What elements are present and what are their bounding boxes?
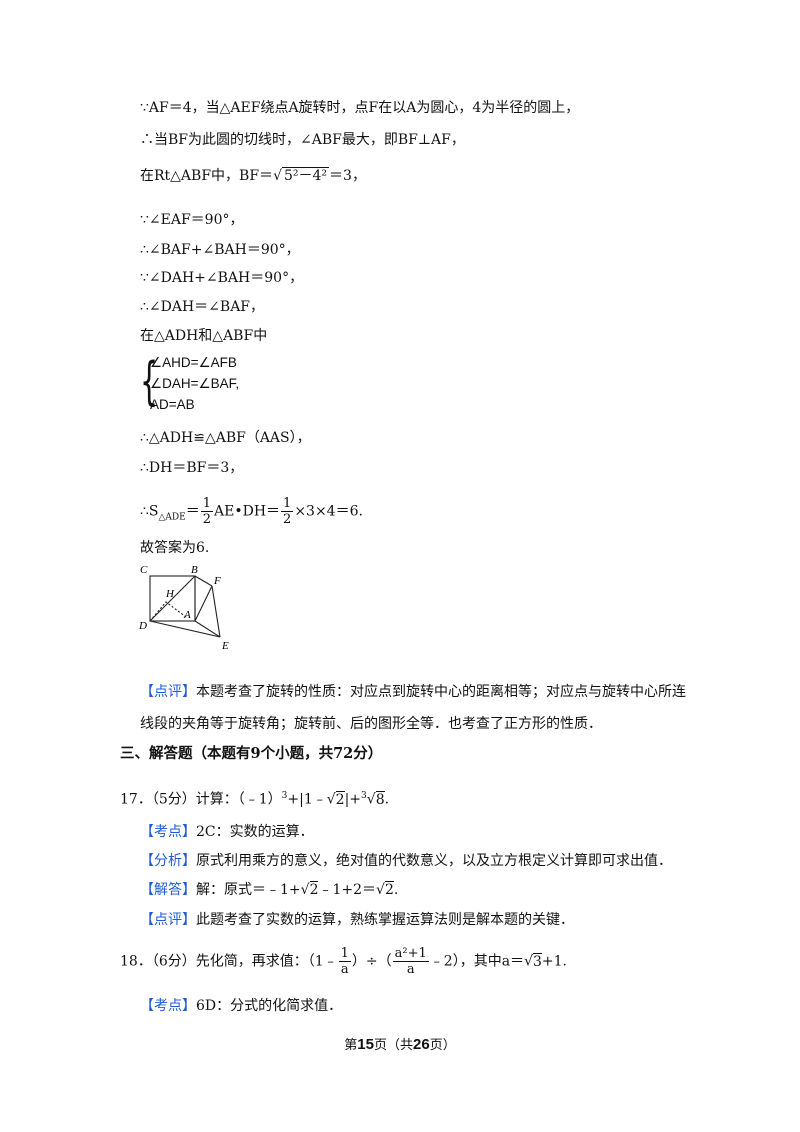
solution-line-1: ∵AF＝4，当△AEF绕点A旋转时，点F在以A为圆心，4为半径的圆上，: [140, 100, 580, 116]
label-e: E: [221, 640, 229, 652]
solution-line-3: 在Rt△ABF中，BF＝√5²－4²＝3，: [140, 167, 366, 184]
solution-line-10: ∴DH＝BF＝3，: [140, 460, 244, 476]
geometry-figure: C B F H A D E: [138, 564, 229, 652]
page-footer: 第15页（共26页）: [344, 1036, 456, 1053]
solution-line-2: ∴当BF为此圆的切线时，∠ABF最大，即BF⊥AF，: [140, 132, 465, 148]
solution-line-9: ∴△ADH≌△ABF（AAS），: [140, 430, 311, 446]
review-line-1: 【点评】本题考查了旋转的性质：对应点到旋转中心的距离相等；对应点与旋转中心所连: [140, 684, 686, 700]
q17-knowledge-point: 【考点】2C：实数的运算．: [140, 824, 314, 840]
label-c: C: [140, 564, 148, 576]
answer-line: 故答案为6.: [140, 540, 210, 556]
review-tag: 【点评】: [140, 684, 196, 700]
q17-solution: 【解答】解：原式＝﹣1+√2﹣1+2＝√2.: [140, 881, 399, 898]
q18-knowledge-point: 【考点】6D：分式的化简求值．: [140, 998, 343, 1014]
solution-line-7: ∴∠DAH＝∠BAF，: [140, 299, 265, 315]
label-f: F: [213, 575, 221, 587]
page-number: 15: [357, 1036, 374, 1053]
system-row-2: ∠DAH=∠BAF,: [150, 376, 240, 391]
review-line-2: 线段的夹角等于旋转角；旋转前、后的图形全等．也考查了正方形的性质．: [140, 716, 602, 732]
total-pages: 26: [413, 1036, 430, 1053]
system-row-3: AD=AB: [150, 397, 195, 412]
label-a: A: [183, 609, 191, 621]
q17-review: 【点评】此题考查了实数的运算，熟练掌握运算法则是解本题的关键．: [140, 912, 574, 928]
solution-line-4: ∵∠EAF＝90°，: [140, 212, 244, 228]
sqrt-expression: √5²－4²: [273, 167, 330, 184]
left-brace: {: [140, 352, 159, 412]
section-heading: 三、解答题（本题有9个小题，共72分）: [120, 745, 383, 762]
system-row-1: ∠AHD=∠AFB: [150, 355, 237, 370]
q17-analysis: 【分析】原式利用乘方的意义，绝对值的代数意义，以及立方根定义计算即可求出值．: [140, 853, 672, 869]
solution-line-8: 在△ADH和△ABF中: [140, 328, 268, 344]
label-d: D: [138, 620, 147, 632]
equation-system: { ∠AHD=∠AFB ∠DAH=∠BAF, AD=AB: [140, 352, 280, 416]
solution-line-5: ∴∠BAF+∠BAH＝90°，: [140, 242, 300, 258]
label-b: B: [191, 564, 198, 576]
solution-line-6: ∵∠DAH+∠BAH＝90°，: [140, 270, 304, 286]
question-17: 17．（5分）计算：（﹣1）3+|1﹣√2|+3√8.: [120, 790, 390, 808]
label-h: H: [165, 588, 175, 600]
